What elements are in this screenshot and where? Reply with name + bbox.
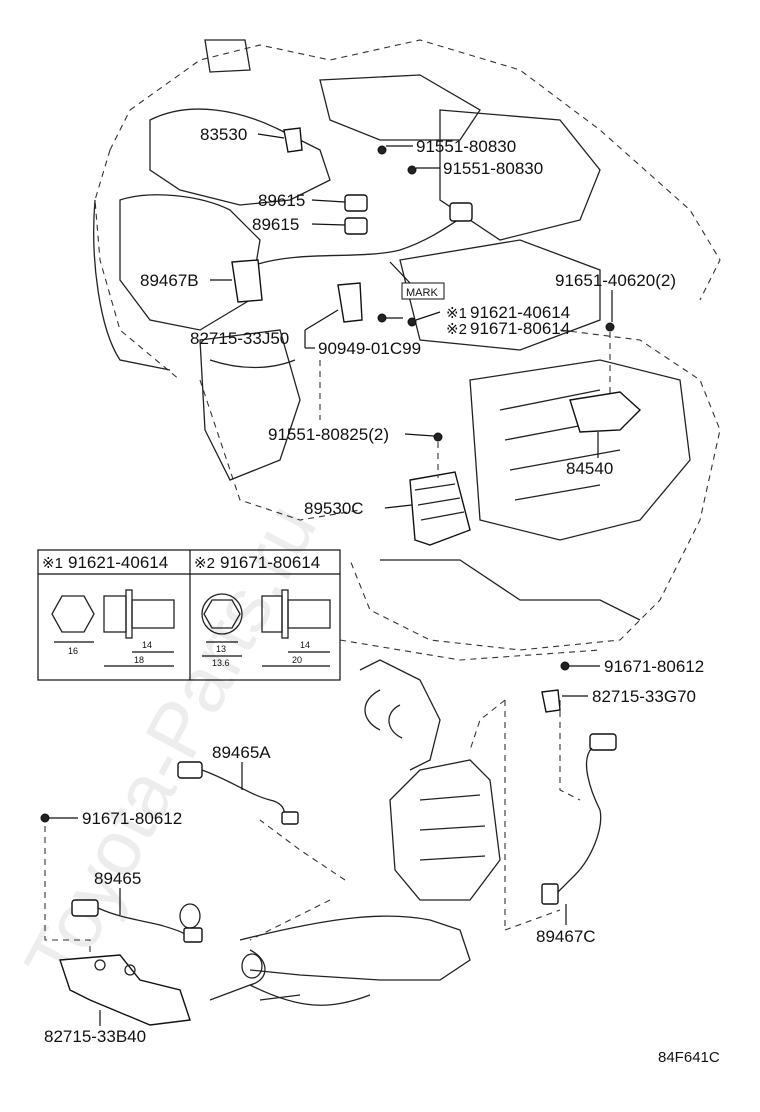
detail-cell2-ref: ※2 <box>194 555 215 572</box>
diagram-code: 84F641C <box>658 1049 720 1066</box>
callout-89530C: 89530C <box>304 499 364 518</box>
detail-table: ※1 91621-40614 ※2 91671-80614 16 14 18 1… <box>37 549 341 681</box>
detail-cell2-part: 91671-80614 <box>220 553 320 572</box>
callout-84540: 84540 <box>566 459 613 478</box>
lower-sensors <box>40 661 617 1026</box>
detail-cell1-ref: ※1 <box>42 555 63 572</box>
callout-89465A: 89465A <box>212 743 271 762</box>
callout-91551-80825: 91551-80825(2) <box>268 425 389 444</box>
dim-cell1-3: 18 <box>134 655 144 665</box>
sensor-89465-connector <box>71 899 99 917</box>
callout-91551-80830-b: 91551-80830 <box>443 159 543 178</box>
sensor-89465A-connector <box>177 761 203 779</box>
sensor-89467C-connector <box>589 733 617 751</box>
dim-cell1-1: 16 <box>68 646 78 656</box>
callouts-lower: 91671-80612 82715-33G70 89465A 91671-806… <box>44 657 704 1046</box>
callout-89615-a: 89615 <box>258 191 305 210</box>
mark-tag-label: MARK <box>406 287 438 299</box>
leader-lines-lower <box>49 665 600 1026</box>
dim-cell2-4: 20 <box>292 655 302 665</box>
callout-91671-80612-b: 91671-80612 <box>82 809 182 828</box>
callout-ref-2: ※2 <box>446 321 467 338</box>
engine-assembly <box>93 39 721 661</box>
callout-ref-1: ※1 <box>446 305 467 322</box>
callout-89615-b: 89615 <box>252 215 299 234</box>
callout-82715-33G70: 82715-33G70 <box>592 687 696 706</box>
mark-tag: MARK <box>389 261 445 300</box>
callout-89467B: 89467B <box>140 271 199 290</box>
callout-90949-01C99: 90949-01C99 <box>318 339 421 358</box>
callout-91551-80830-a: 91551-80830 <box>416 137 516 156</box>
callout-83530: 83530 <box>200 125 247 144</box>
callout-91621-40614: 91621-40614 <box>470 303 570 322</box>
callout-89467C: 89467C <box>536 927 596 946</box>
hex-nut-front-view <box>51 595 95 633</box>
callouts-upper: 83530 91551-80830 91551-80830 89615 8961… <box>140 125 676 518</box>
dim-cell2-3: 14 <box>300 640 310 650</box>
flange-bolt-head-side <box>103 595 127 633</box>
detail-cell1-part: 91621-40614 <box>68 553 168 572</box>
bracket-82715-33B40 <box>59 954 191 1026</box>
callout-82715-33B40: 82715-33B40 <box>44 1027 146 1046</box>
callout-91651-40620: 91651-40620(2) <box>555 271 676 290</box>
dim-cell1-2: 14 <box>142 640 152 650</box>
callout-91671-80614: 91671-80614 <box>470 319 570 338</box>
dim-cell2-2: 13.6 <box>212 658 230 668</box>
dim-cell2-1: 13 <box>216 644 226 654</box>
callout-89465: 89465 <box>94 869 141 888</box>
leader-lines-upper <box>210 133 613 509</box>
flange-nut-front-view <box>201 593 243 635</box>
callout-82715-33J50: 82715-33J50 <box>190 329 289 348</box>
callout-91671-80612-a: 91671-80612 <box>604 657 704 676</box>
